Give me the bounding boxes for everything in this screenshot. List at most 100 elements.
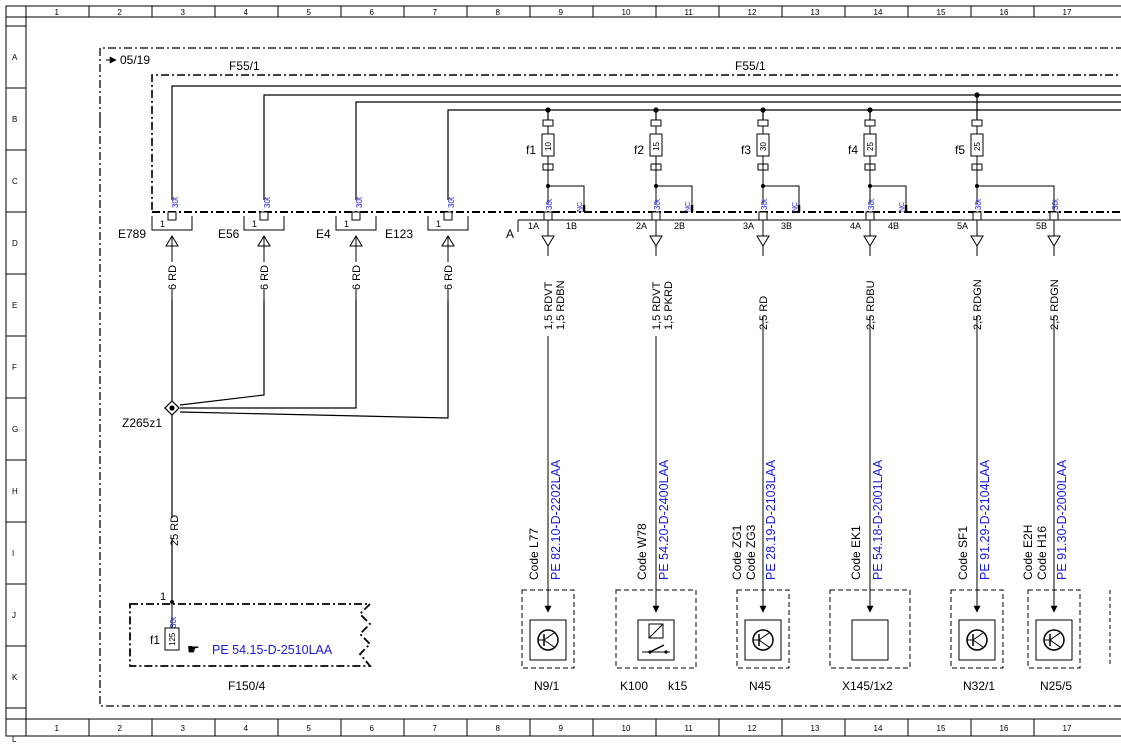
bottom-fuse-link[interactable]: PE 54.15-D-2510LAA [212, 643, 333, 657]
bottom-term: 30t [169, 616, 178, 628]
component-label: K100 [620, 679, 648, 693]
code-label: Code W78 [635, 523, 649, 580]
wire-label: 2,5 RDGN [1049, 279, 1061, 330]
transistor-module-icon [744, 619, 782, 661]
grid-col-label: 13 [811, 724, 820, 733]
pe-reference-link[interactable]: PE 54.20-D-2400LAA [657, 459, 671, 580]
sheet-frame [5, 5, 1121, 737]
fuse-rating: 25 [973, 142, 982, 151]
grid-row-label: D [12, 239, 18, 248]
wire-label: 6 RD [351, 265, 363, 290]
grid-col-label: 2 [118, 724, 123, 733]
pin-box [651, 211, 661, 221]
bottom-box-label: F150/4 [228, 679, 266, 693]
component-box [736, 589, 790, 669]
component-box [1027, 589, 1081, 669]
grid-col-label: 17 [1063, 724, 1072, 733]
grid-col-label: 1 [55, 724, 60, 733]
pin-label: 5A [957, 221, 968, 231]
grid-row-label: K [12, 673, 18, 682]
grid-col-label: 15 [937, 8, 946, 17]
pin-label: 4B [888, 221, 899, 231]
grid-col-label: 12 [748, 8, 757, 17]
pin-label: 4A [850, 221, 861, 231]
wire-label: 1,5 RDBN [555, 280, 567, 330]
grid-col-label: 7 [433, 8, 438, 17]
connector-name: E56 [218, 227, 240, 241]
grid-row-label: J [12, 611, 16, 620]
grid-col-label: 14 [874, 8, 883, 17]
module-label-left: F55/1 [229, 59, 260, 73]
pe-reference-link[interactable]: PE 91.29-D-2104LAA [978, 459, 992, 580]
bottom-fuse-box: 1 30t 125 f1 ☛ PE 54.15-D-2510LAA F150/4 [129, 591, 373, 693]
male-pin-icon [541, 235, 555, 247]
pe-reference-link[interactable]: PE 54.18-D-2001LAA [871, 459, 885, 580]
grid-row-label: L [12, 735, 17, 744]
grid-col-label: 10 [622, 724, 631, 733]
code-label: Code ZG3 [744, 524, 758, 580]
wire-label: 2,5 RD [758, 296, 770, 330]
terminal-label: 30t [974, 198, 983, 210]
grid-row-label: F [12, 363, 17, 372]
bottom-fuse-rating: 125 [168, 632, 177, 646]
relay-icon [637, 619, 675, 661]
component-label: N9/1 [534, 679, 560, 693]
fuse-rating: 30 [759, 142, 768, 151]
grid-col-label: 2 [118, 8, 123, 17]
component-label: N25/5 [1040, 679, 1072, 693]
wire-label: 6 RD [167, 265, 179, 290]
grid-col-label: 7 [433, 724, 438, 733]
pin-label: 1 [160, 219, 165, 229]
pin-label: 5B [1036, 221, 1047, 231]
fuse-rating: 15 [652, 142, 661, 151]
pin-box [758, 211, 768, 221]
version-label: 05/19 [120, 53, 150, 67]
grid-row-label: I [12, 549, 14, 558]
grid-row-label: G [12, 425, 18, 434]
transistor-module-icon [529, 619, 567, 661]
terminal-label: 30t [653, 198, 662, 210]
pin-label: 1B [566, 221, 577, 231]
pin-label: 2B [674, 221, 685, 231]
grid-col-label: 13 [811, 8, 820, 17]
transistor-module-icon [958, 619, 996, 661]
male-pin-icon [863, 235, 877, 247]
terminal-label: 30t [263, 196, 272, 208]
component-label: X145/1x2 [842, 679, 893, 693]
grid-col-label: 5 [307, 8, 312, 17]
grid-col-label: 4 [244, 724, 249, 733]
component-box [615, 589, 697, 669]
grid-col-label: 11 [685, 724, 694, 733]
terminal-label: 30t [171, 196, 180, 208]
terminal-label: 30t [1051, 198, 1060, 210]
pin-label: 3B [781, 221, 792, 231]
bottom-pin: 1 [160, 591, 166, 603]
grid-col-label: 6 [370, 724, 375, 733]
splice-label: Z265z1 [122, 416, 162, 430]
pe-reference-link[interactable]: PE 28.19-D-2103LAA [764, 459, 778, 580]
pe-reference-link[interactable]: PE 91.30-D-2000LAA [1055, 459, 1069, 580]
wire-label: 1,5 RDVT [651, 281, 663, 330]
grid-row-label: E [12, 301, 17, 310]
terminal-label: 30t [447, 196, 456, 208]
wire-label: 1,5 PKRD [663, 281, 675, 330]
nc-label: NC [792, 202, 799, 212]
pin-label: 3A [743, 221, 754, 231]
grid-row-label: B [12, 115, 17, 124]
pe-reference-link[interactable]: PE 82.10-D-2202LAA [549, 459, 563, 580]
wire-label: 6 RD [443, 265, 455, 290]
code-label: Code EK1 [849, 525, 863, 580]
male-pin-icon [1047, 235, 1061, 247]
connector-name: E4 [316, 227, 331, 241]
transistor-module-icon [1035, 619, 1073, 661]
